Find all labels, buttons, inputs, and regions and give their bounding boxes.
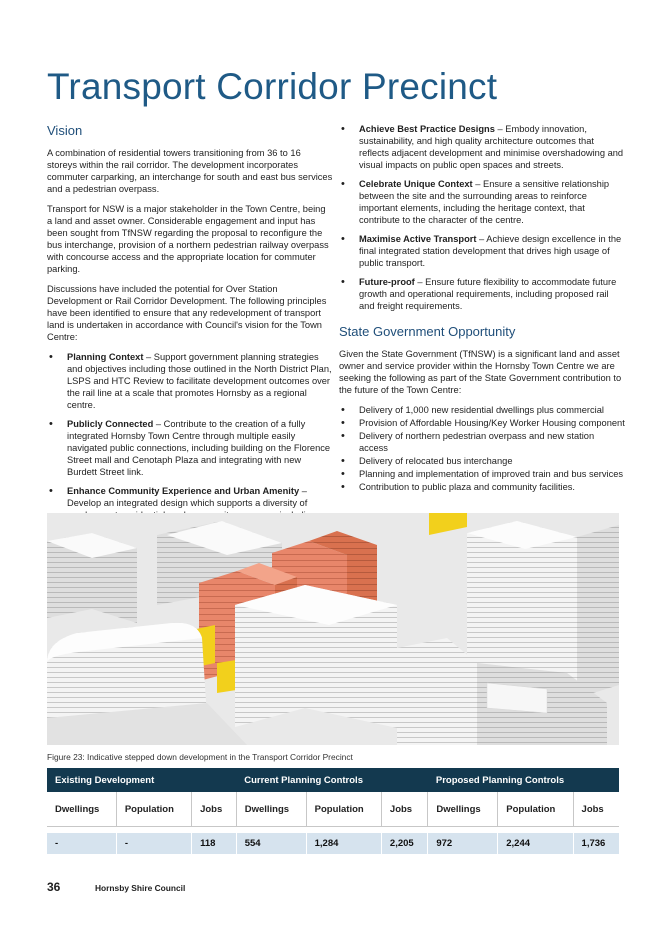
table-cell: 554 <box>235 833 307 854</box>
table-group-header-row: Existing Development Current Planning Co… <box>47 768 619 792</box>
vision-paragraph: Discussions have included the potential … <box>47 284 327 342</box>
precinct-massing-image <box>47 513 619 745</box>
vision-paragraph: A combination of residential towers tran… <box>47 148 333 194</box>
principle-item: Celebrate Unique Context – Ensure a sens… <box>339 178 625 226</box>
council-name: Hornsby Shire Council <box>95 883 186 893</box>
principle-title: Planning Context <box>67 352 144 362</box>
planning-controls-table: Existing Development Current Planning Co… <box>47 768 619 854</box>
page-title: Transport Corridor Precinct <box>47 66 498 107</box>
column-header: Jobs <box>572 792 619 827</box>
state-gov-intro: Given the State Government (TfNSW) is a … <box>339 349 622 395</box>
principles-list-right: Achieve Best Practice Designs – Embody i… <box>339 123 625 312</box>
principle-text: – Ensure future flexibility to accommoda… <box>359 277 617 311</box>
table-cell: - <box>115 833 192 854</box>
table-group-header: Existing Development <box>47 768 237 792</box>
massing-illustration <box>47 513 619 745</box>
figure-caption: Figure 23: Indicative stepped down devel… <box>47 752 353 762</box>
table-column-header-row: Dwellings Population Jobs Dwellings Popu… <box>47 792 619 827</box>
state-gov-item: Provision of Affordable Housing/Key Work… <box>339 417 625 429</box>
principle-item: Future-proof – Ensure future flexibility… <box>339 276 625 312</box>
principles-list-left: Planning Context – Support government pl… <box>47 351 333 533</box>
column-header: Jobs <box>191 792 237 827</box>
vision-paragraph: Transport for NSW is a major stakeholder… <box>47 204 329 274</box>
state-gov-item: Contribution to public plaza and communi… <box>339 481 625 493</box>
table-cell: - <box>47 833 117 854</box>
table-group-header: Proposed Planning Controls <box>427 768 619 792</box>
principle-text: – Achieve design excellence in the final… <box>359 234 622 268</box>
vision-heading: Vision <box>47 123 83 138</box>
principle-text: – Contribute to the creation of a fully … <box>67 419 331 477</box>
principle-text: – Embody innovation, sustainability, and… <box>359 124 624 170</box>
principle-text: – Ensure a sensitive relationship betwee… <box>359 179 610 225</box>
principle-title: Maximise Active Transport <box>359 234 477 244</box>
principle-title: Achieve Best Practice Designs <box>359 124 495 134</box>
column-header: Dwellings <box>47 792 117 827</box>
state-gov-item: Delivery of relocated bus interchange <box>339 455 625 467</box>
table-cell: 1,736 <box>572 833 619 854</box>
column-header: Jobs <box>380 792 428 827</box>
principle-item: Publicly Connected – Contribute to the c… <box>47 418 333 478</box>
principle-item: Achieve Best Practice Designs – Embody i… <box>339 123 625 171</box>
column-header: Population <box>305 792 382 827</box>
principle-title: Celebrate Unique Context <box>359 179 473 189</box>
table-cell: 1,284 <box>305 833 382 854</box>
principle-text: – Support government planning strategies… <box>67 352 332 410</box>
state-gov-list: Delivery of 1,000 new residential dwelli… <box>339 404 625 493</box>
page-number: 36 <box>47 880 61 894</box>
principle-title: Enhance Community Experience and Urban A… <box>67 486 300 496</box>
state-gov-item: Delivery of northern pedestrian overpass… <box>339 430 625 454</box>
table-cell: 2,205 <box>380 833 428 854</box>
table-cell: 2,244 <box>497 833 574 854</box>
column-header: Population <box>115 792 192 827</box>
principle-item: Planning Context – Support government pl… <box>47 351 333 411</box>
table-cell: 972 <box>427 833 498 854</box>
principle-title: Publicly Connected <box>67 419 154 429</box>
column-header: Dwellings <box>427 792 498 827</box>
state-gov-item: Planning and implementation of improved … <box>339 468 625 480</box>
column-header: Dwellings <box>235 792 307 827</box>
principle-title: Future-proof <box>359 277 415 287</box>
right-column: Achieve Best Practice Designs – Embody i… <box>339 123 625 494</box>
state-gov-heading: State Government Opportunity <box>339 324 516 339</box>
left-column: Vision A combination of residential towe… <box>47 123 333 540</box>
table-row: - - 118 554 1,284 2,205 972 2,244 1,736 <box>47 833 619 854</box>
principle-item: Maximise Active Transport – Achieve desi… <box>339 233 625 269</box>
state-gov-item: Delivery of 1,000 new residential dwelli… <box>339 404 625 416</box>
table-group-header: Current Planning Controls <box>236 768 428 792</box>
table-cell: 118 <box>191 833 237 854</box>
table-spacer-row <box>47 826 619 833</box>
column-header: Population <box>497 792 574 827</box>
